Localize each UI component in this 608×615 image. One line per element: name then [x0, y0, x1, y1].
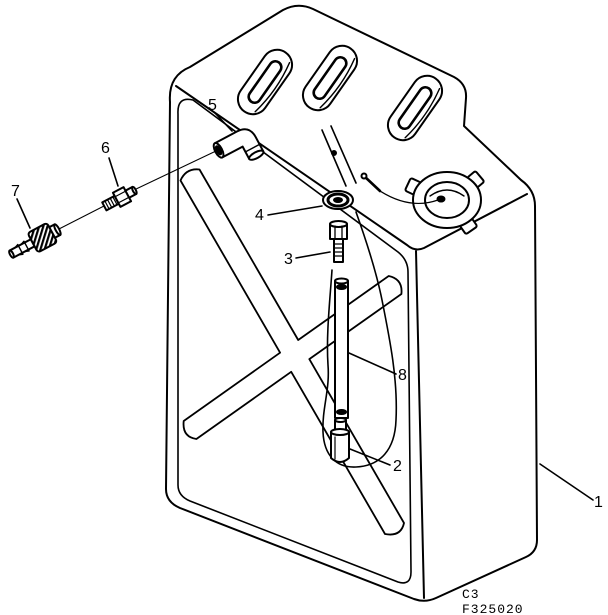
cap-pin-head [360, 172, 368, 180]
callout-label-6: 6 [101, 140, 110, 157]
figure-code: C3 [462, 587, 480, 602]
part-8-tube [334, 277, 349, 419]
adapter-nipple-end [131, 185, 138, 196]
handle-depth-line [254, 61, 291, 113]
leader-3 [295, 251, 331, 259]
chain-tab-right [330, 125, 357, 184]
spout-outer-ring [412, 171, 482, 229]
cap-retaining-wire [379, 190, 439, 205]
part-5-elbow [212, 128, 265, 161]
spout-opening-arc [429, 189, 465, 197]
callout-labels: 1 2 3 4 5 6 7 8 [11, 97, 603, 511]
dip-tube-chamber-outline [322, 211, 398, 468]
callout-leaders [16, 112, 594, 501]
fuel-can [165, 4, 538, 602]
handle-group [236, 44, 444, 187]
filler-spout [360, 170, 485, 235]
fitting-hex-top [329, 220, 348, 228]
coupling-nipple-end [8, 249, 15, 259]
coupling-nose-end [53, 223, 62, 237]
callout-label-7: 7 [11, 183, 20, 200]
elbow-body [213, 128, 265, 160]
callout-label-3: 3 [284, 251, 293, 268]
handle-loop-outer [386, 74, 444, 142]
x-brace-embossment [179, 168, 405, 536]
fitting-body [330, 431, 350, 463]
callout-label-2: 2 [393, 458, 402, 475]
leader-4 [267, 205, 323, 216]
fitting-neck-top [334, 417, 347, 423]
leader-5 [214, 112, 233, 132]
leader-7 [16, 198, 31, 229]
figure-number: F325020 [462, 602, 524, 615]
spout-inner-ring [424, 181, 470, 219]
part-6-adapter [101, 185, 138, 212]
handle-depth-line [319, 57, 356, 109]
callout-label-8: 8 [398, 367, 407, 384]
thread-line [104, 200, 110, 210]
callout-label-1: 1 [594, 494, 603, 511]
part-2-fitting [330, 417, 350, 463]
coupling-barb [14, 243, 24, 256]
cap-retaining-pin [362, 174, 382, 193]
spout-center-hole [436, 195, 446, 203]
handle-rear [386, 74, 444, 142]
leader-6 [108, 157, 119, 187]
hex-facet-line [117, 196, 130, 204]
callout-label-5: 5 [208, 97, 217, 114]
handle-slot [397, 85, 433, 131]
tube-bottom-mark [336, 409, 347, 415]
elbow-collar [244, 143, 261, 153]
axis-line-6-to-5 [133, 150, 217, 191]
thread-line [112, 196, 118, 206]
hex-facet-line [114, 190, 127, 198]
handle-loop-outer [301, 44, 359, 112]
chain-tab-left [321, 129, 347, 187]
handle-loop-outer [236, 48, 294, 116]
callout-label-4: 4 [255, 207, 264, 224]
elbow-bore [214, 145, 223, 156]
assembly-axis [56, 150, 217, 231]
fitting-nipple [333, 238, 344, 263]
grommet-ring [326, 192, 350, 208]
leader-2 [349, 448, 391, 466]
leader-8 [348, 352, 397, 375]
handle-slot [247, 59, 283, 105]
part-4-grommet [322, 190, 354, 210]
tube-top-end [334, 277, 349, 285]
thread-line [109, 197, 116, 207]
thread-line [106, 198, 113, 209]
grommet-hole [333, 197, 343, 203]
coupling-barb [20, 240, 30, 253]
handle-depth-line [404, 87, 441, 139]
handle-middle [301, 44, 359, 112]
part-3-fitting [329, 220, 348, 263]
tube-body [334, 280, 349, 419]
tab-hole [331, 150, 337, 156]
leader-1 [539, 463, 594, 501]
handle-slot [312, 55, 348, 101]
front-face-rim [177, 98, 412, 584]
tube-top-mark [336, 284, 347, 290]
fitting-body-top [330, 428, 350, 436]
axis-line-7-to-6 [56, 205, 105, 231]
elbow-end [248, 149, 265, 161]
handle-front [236, 48, 294, 116]
part-7-coupling [8, 222, 62, 259]
front-side-edge [415, 250, 425, 599]
front-top-edge [175, 85, 528, 251]
